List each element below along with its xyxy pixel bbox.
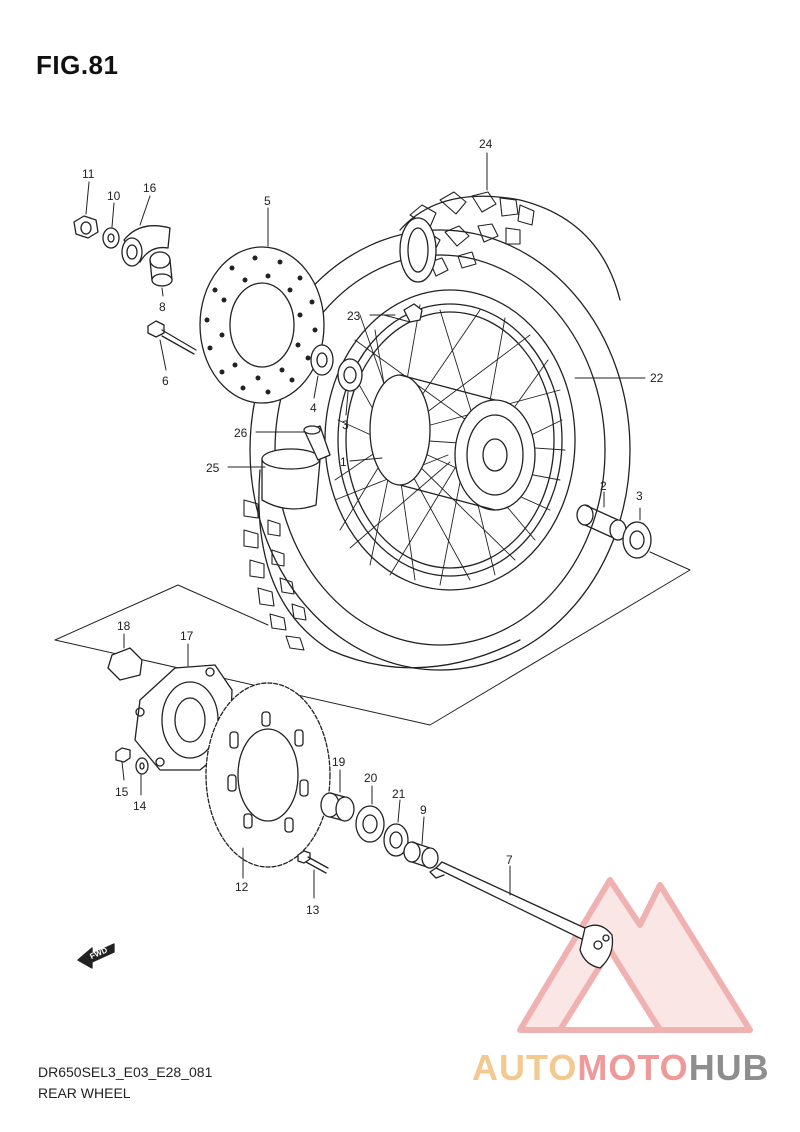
nut-15 bbox=[115, 747, 131, 763]
damper-18 bbox=[107, 647, 143, 681]
figure-title: FIG.81 bbox=[36, 50, 119, 80]
label-2: 2 bbox=[600, 479, 607, 493]
drawing-caption: REAR WHEEL bbox=[38, 1085, 131, 1101]
label-26: 26 bbox=[234, 426, 248, 440]
label-20: 20 bbox=[364, 771, 378, 785]
spacer-9 bbox=[403, 841, 439, 869]
bolt-13 bbox=[297, 850, 329, 874]
label-1: 1 bbox=[340, 455, 347, 469]
label-24: 24 bbox=[479, 137, 493, 151]
bolt-6 bbox=[147, 320, 197, 355]
rim-and-spokes bbox=[324, 289, 576, 591]
drawing-code: DR650SEL3_E03_E28_081 bbox=[38, 1064, 213, 1080]
label-8: 8 bbox=[159, 300, 166, 314]
label-3a: 3 bbox=[342, 418, 349, 432]
watermark-logo bbox=[517, 877, 753, 1033]
bearing-20 bbox=[355, 805, 385, 843]
label-11: 11 bbox=[82, 167, 95, 181]
oil-seal-21 bbox=[383, 823, 409, 857]
hub-1 bbox=[369, 374, 536, 511]
label-9: 9 bbox=[420, 803, 427, 817]
brand-part-hub: HUB bbox=[688, 1047, 770, 1088]
label-13: 13 bbox=[306, 903, 320, 917]
label-18: 18 bbox=[117, 619, 131, 633]
bearing-3-left bbox=[337, 358, 363, 392]
leader-lines bbox=[85, 152, 646, 899]
nut-11 bbox=[73, 215, 99, 239]
label-4: 4 bbox=[310, 401, 317, 415]
sprocket-mount-17 bbox=[134, 664, 233, 771]
brake-disc-5 bbox=[199, 246, 325, 404]
spacer-2 bbox=[576, 504, 627, 541]
balancer-23 bbox=[403, 303, 423, 323]
bearing-3-right bbox=[622, 521, 652, 559]
forward-arrow-icon bbox=[77, 943, 115, 969]
assembly-guide-lines bbox=[54, 551, 691, 726]
label-14: 14 bbox=[133, 799, 147, 813]
label-6: 6 bbox=[162, 374, 169, 388]
oil-seal-4 bbox=[310, 344, 334, 376]
callout-labels: 11 10 16 5 8 6 4 3 23 24 22 26 25 1 2 3 … bbox=[82, 137, 664, 917]
speedometer-gear-16 bbox=[121, 225, 171, 267]
label-23: 23 bbox=[347, 309, 361, 323]
watermark-brand: AUTOMOTOHUB bbox=[472, 1047, 770, 1089]
brand-part-moto: MOTO bbox=[577, 1047, 689, 1088]
label-12: 12 bbox=[235, 880, 249, 894]
label-15: 15 bbox=[115, 785, 129, 799]
spacer-8 bbox=[149, 251, 173, 287]
brand-part-auto: AUTO bbox=[472, 1047, 578, 1088]
label-19: 19 bbox=[332, 755, 346, 769]
label-22: 22 bbox=[650, 371, 664, 385]
label-10: 10 bbox=[107, 189, 121, 203]
label-7: 7 bbox=[506, 853, 513, 867]
inner-tube-25 bbox=[261, 448, 321, 510]
washer-10 bbox=[102, 227, 120, 249]
label-3b: 3 bbox=[636, 489, 643, 503]
label-17: 17 bbox=[180, 629, 194, 643]
axle-7 bbox=[429, 861, 614, 969]
sprocket-12 bbox=[205, 682, 331, 868]
label-21: 21 bbox=[392, 787, 406, 801]
label-16: 16 bbox=[143, 181, 157, 195]
bush-19 bbox=[320, 792, 355, 822]
label-5: 5 bbox=[264, 194, 271, 208]
label-25: 25 bbox=[206, 461, 220, 475]
washer-14 bbox=[135, 757, 149, 775]
valve-26 bbox=[303, 425, 331, 461]
